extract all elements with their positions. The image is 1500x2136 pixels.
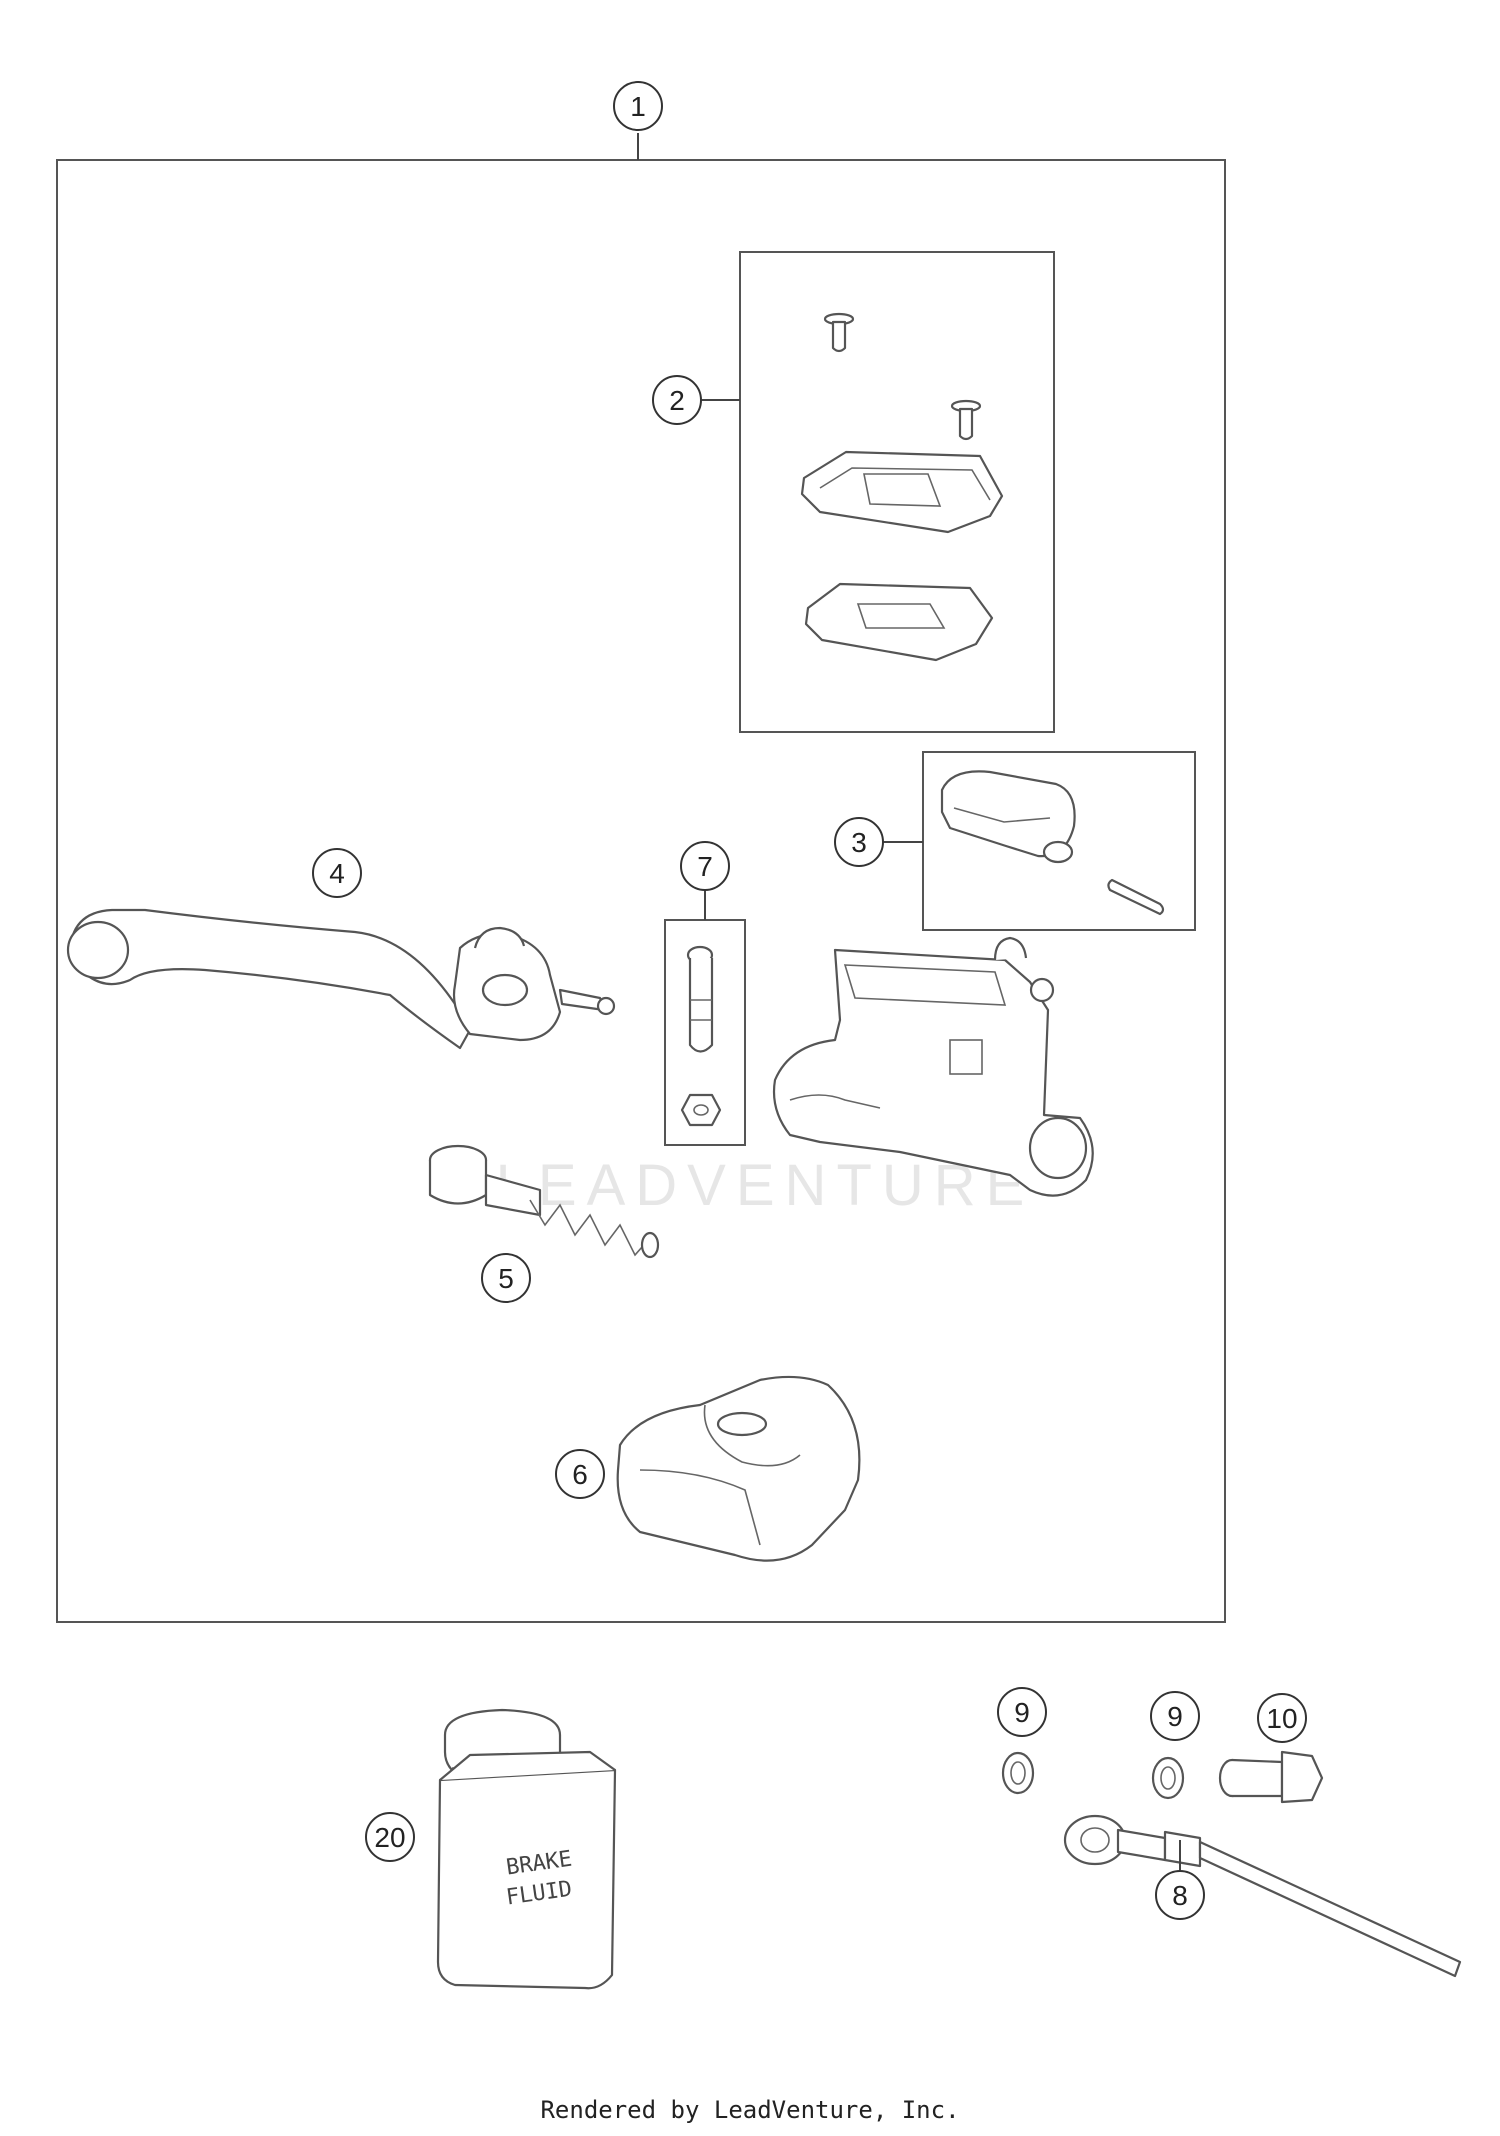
svg-text:2: 2 — [669, 385, 685, 416]
master-cylinder-cover — [616, 1375, 861, 1562]
pin-set — [680, 945, 722, 1127]
callout-1: 1 — [613, 81, 663, 131]
svg-text:9: 9 — [1167, 1701, 1183, 1732]
master-cylinder-body — [772, 936, 1094, 1197]
callout-7: 7 — [680, 841, 730, 891]
watermark: LEADVENTURE — [496, 1153, 1035, 1218]
callout-6: 6 — [555, 1449, 605, 1499]
svg-text:7: 7 — [697, 851, 713, 882]
callout-2: 2 — [652, 375, 702, 425]
svg-text:4: 4 — [329, 858, 345, 889]
brake-lever — [66, 908, 616, 1050]
handlebar-clamp — [940, 770, 1165, 916]
callout-5: 5 — [481, 1253, 531, 1303]
assembly-frame — [56, 159, 1226, 1623]
callout-3: 3 — [834, 817, 884, 867]
svg-text:8: 8 — [1172, 1880, 1188, 1911]
svg-text:9: 9 — [1014, 1697, 1030, 1728]
callout-4: 4 — [312, 848, 362, 898]
callout-10: 10 — [1257, 1693, 1307, 1743]
brake-fluid-can: BRAKE FLUID — [436, 1708, 617, 1990]
brake-line — [1063, 1814, 1462, 1978]
reservoir-cover-frame — [739, 251, 1055, 733]
svg-text:20: 20 — [374, 1822, 405, 1853]
svg-text:1: 1 — [630, 91, 646, 122]
svg-text:3: 3 — [851, 827, 867, 858]
piston-kit — [428, 1144, 660, 1259]
banjo-bolt — [1218, 1750, 1324, 1804]
callout-9-left: 9 — [997, 1687, 1047, 1737]
svg-text:5: 5 — [498, 1263, 514, 1294]
reservoir-cover-parts — [800, 312, 1004, 662]
svg-text:6: 6 — [572, 1459, 588, 1490]
callout-9-right: 9 — [1150, 1691, 1200, 1741]
footer-credit: Rendered by LeadVenture, Inc. — [540, 2096, 960, 2124]
svg-text:10: 10 — [1266, 1703, 1297, 1734]
callout-20: 20 — [365, 1812, 415, 1862]
sealing-washers — [1001, 1751, 1185, 1800]
callout-8: 8 — [1155, 1870, 1205, 1920]
